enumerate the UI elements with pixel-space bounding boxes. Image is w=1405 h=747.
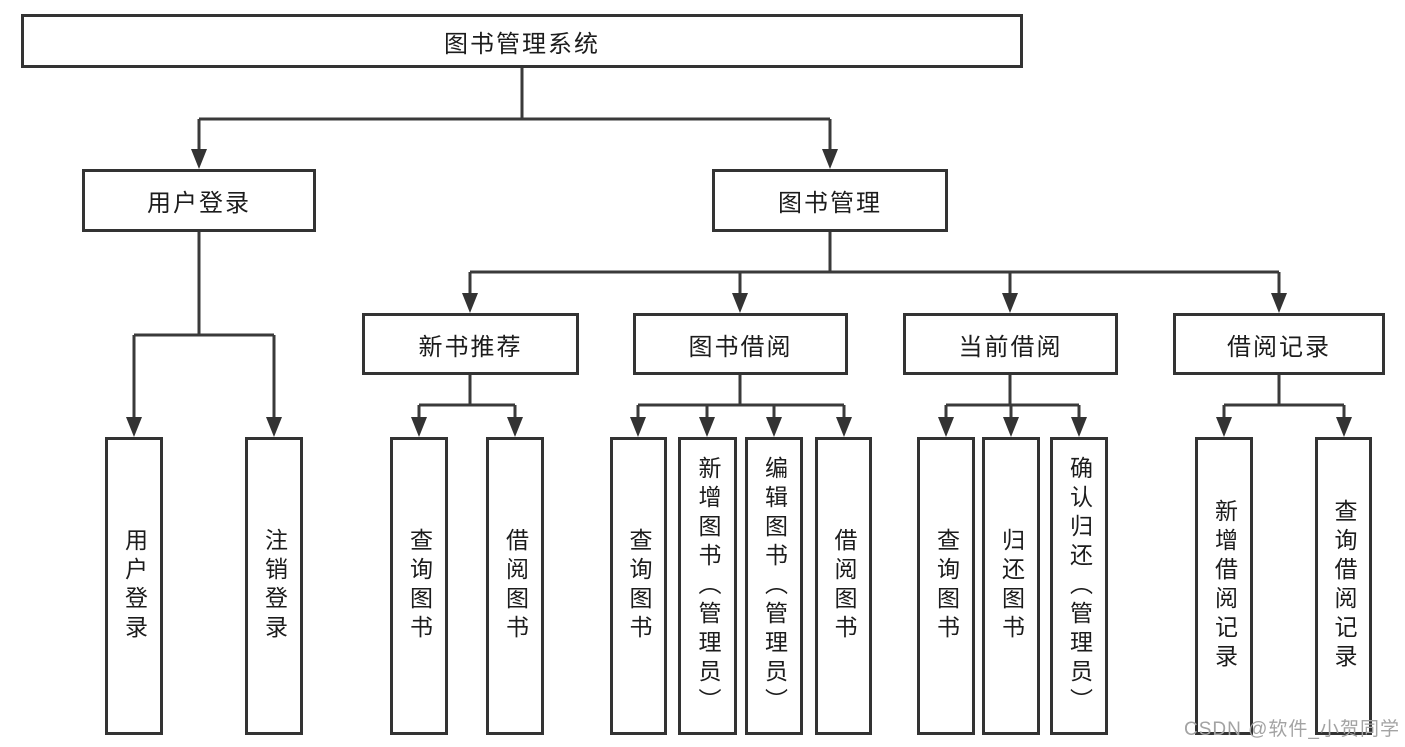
leaf-user-login: 用户登录 [105,437,163,735]
leaf-label: 查询图书 [933,528,960,644]
leaf-label: 借阅图书 [831,528,857,644]
leaf-add-borrow-record: 新增借阅记录 [1195,437,1253,735]
node-borrow-records: 借阅记录 [1173,313,1385,375]
leaf-logout: 注销登录 [245,437,303,735]
leaf-query-books-1: 查询图书 [390,437,448,735]
leaf-borrow-books-2: 借阅图书 [815,437,872,735]
node-book-borrow: 图书借阅 [633,313,848,375]
leaf-query-books-2: 查询图书 [610,437,667,735]
node-current-borrow: 当前借阅 [903,313,1118,375]
leaf-label: 编辑图书（管理员） [761,455,788,717]
leaf-query-borrow-record: 查询借阅记录 [1315,437,1372,735]
leaf-edit-books-admin: 编辑图书（管理员） [745,437,803,735]
leaf-label: 注销登录 [261,528,288,644]
leaf-confirm-return-admin: 确认归还（管理员） [1050,437,1108,735]
csdn-watermark: CSDN @软件_小贺同学 [1184,719,1400,740]
leaf-borrow-books-1: 借阅图书 [486,437,544,735]
node-root-system: 图书管理系统 [21,14,1023,68]
node-new-book-recommend: 新书推荐 [362,313,579,375]
leaf-label: 归还图书 [998,528,1025,644]
leaf-label: 新增图书（管理员） [695,455,721,717]
leaf-label: 确认归还（管理员） [1066,455,1093,717]
leaf-return-books: 归还图书 [982,437,1040,735]
leaf-label: 查询图书 [406,528,433,644]
leaf-label: 新增借阅记录 [1211,499,1238,673]
leaf-add-books-admin: 新增图书（管理员） [678,437,737,735]
leaf-label: 用户登录 [121,528,148,644]
leaf-label: 借阅图书 [502,528,529,644]
leaf-label: 查询图书 [626,528,652,644]
leaf-label: 查询借阅记录 [1331,499,1357,673]
node-book-management-branch: 图书管理 [712,169,948,232]
leaf-query-books-3: 查询图书 [917,437,975,735]
node-user-login-branch: 用户登录 [82,169,316,232]
